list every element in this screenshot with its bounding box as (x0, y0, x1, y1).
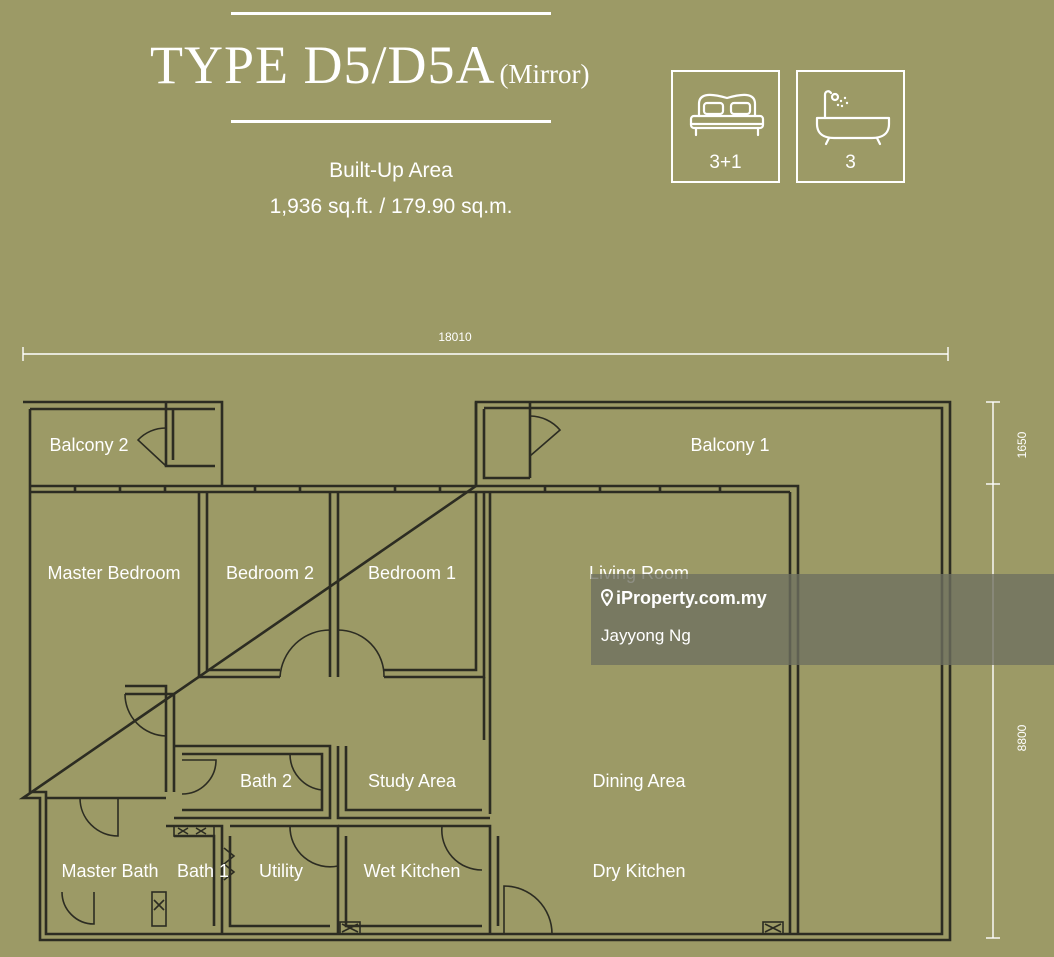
watermark-brand-text: iProperty.com.my (616, 588, 767, 608)
room-label-balcony-1: Balcony 1 (690, 435, 769, 455)
room-label-utility: Utility (259, 861, 303, 881)
room-label-study-area: Study Area (368, 771, 457, 791)
room-label-dining-area: Dining Area (592, 771, 686, 791)
walls (18, 400, 952, 942)
width-dimension-label: 18010 (438, 330, 472, 344)
depth-dimension-line (986, 401, 1000, 939)
bed-icon (689, 93, 765, 137)
room-label-bedroom-1: Bedroom 1 (368, 563, 456, 583)
built-up-area-label: Built-Up Area (329, 159, 453, 182)
room-label-wet-kitchen: Wet Kitchen (364, 861, 461, 881)
bathroom-count-box: 3 (796, 70, 905, 183)
plan-type-name: TYPE D5/D5A (150, 35, 496, 95)
door-swings (61, 415, 562, 935)
bedroom-count-box: 3+1 (671, 70, 780, 183)
location-pin-icon (601, 589, 613, 606)
title-rule-bottom (231, 120, 551, 123)
built-up-area-value: 1,936 sq.ft. / 179.90 sq.m. (269, 195, 513, 218)
watermark-overlay: iProperty.com.my Jayyong Ng (591, 574, 1054, 665)
bedroom-count: 3+1 (709, 152, 742, 173)
main-depth-label: 8800 (1015, 724, 1029, 751)
room-label-bath-1: Bath 1 (177, 861, 229, 881)
plan-type-suffix: (Mirror) (499, 59, 590, 89)
room-label-balcony-2: Balcony 2 (49, 435, 128, 455)
room-label-bedroom-2: Bedroom 2 (226, 563, 314, 583)
vent-shafts (151, 825, 784, 935)
width-dimension-line (22, 347, 949, 361)
room-label-master-bath: Master Bath (61, 861, 158, 881)
room-label-dry-kitchen: Dry Kitchen (592, 861, 685, 881)
page-title: TYPE D5/D5A(Mirror) (150, 34, 589, 96)
bathroom-count: 3 (845, 152, 856, 173)
watermark-brand: iProperty.com.my (601, 588, 767, 609)
balcony-depth-label: 1650 (1015, 431, 1029, 458)
bathtub-icon (815, 90, 891, 146)
title-rule-top (231, 12, 551, 15)
room-label-master-bedroom: Master Bedroom (47, 563, 180, 583)
room-label-bath-2: Bath 2 (240, 771, 292, 791)
watermark-agent-name: Jayyong Ng (601, 626, 691, 645)
